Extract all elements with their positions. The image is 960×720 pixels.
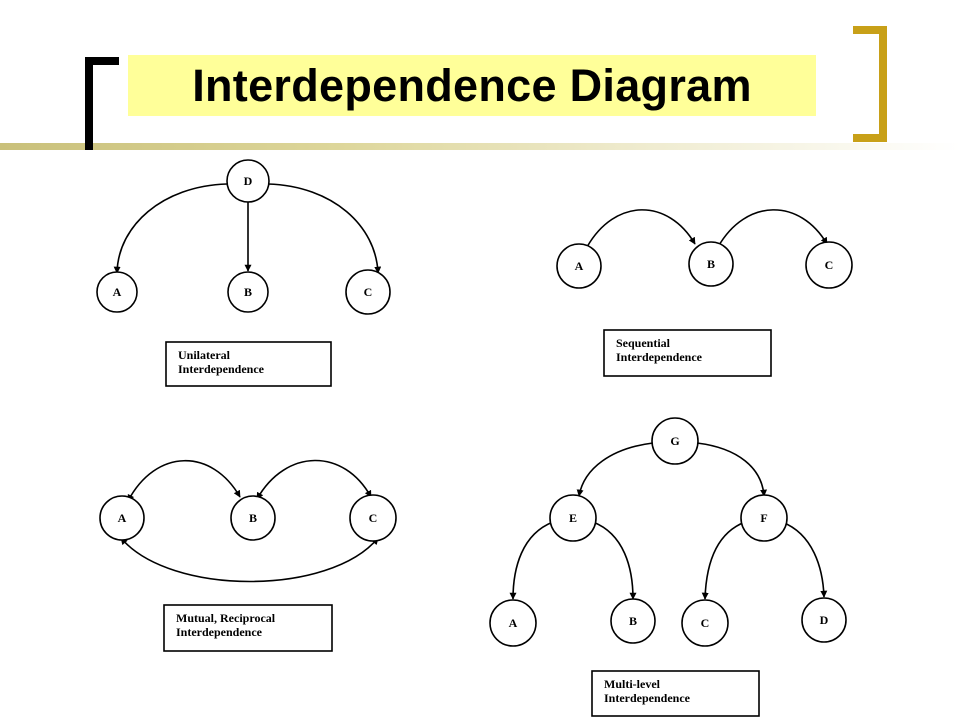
node-label: A [118,511,127,525]
caption-box-sequential: Sequential Interdependence [603,329,772,377]
edge-e-a [509,521,554,600]
edge-d-a [113,183,228,274]
node-c: C [681,599,729,647]
node-c: C [349,494,397,542]
node-label: B [629,614,637,628]
caption-box-unilateral: Unilateral Interdependence [165,341,332,387]
caption-line: Mutual, Reciprocal [176,611,276,625]
edge-d-c [267,183,382,274]
caption-line: Interdependence [176,625,263,639]
node-e: E [549,494,597,542]
title-banner: Interdependence Diagram [128,55,816,116]
node-d: D [226,159,270,203]
node-label: D [244,174,253,188]
edge-a-b [586,209,696,248]
node-label: E [569,511,577,525]
edge-f-c [701,521,746,600]
page-title: Interdependence Diagram [192,59,752,111]
node-b: B [610,598,656,644]
node-label: D [820,613,829,627]
caption-line: Unilateral [178,348,231,362]
node-label: F [760,511,767,525]
caption-line: Interdependence [178,362,265,376]
edge-g-f [696,442,768,497]
node-a: A [489,599,537,647]
caption-line: Interdependence [604,691,691,705]
node-label: B [249,511,257,525]
node-label: B [707,257,715,271]
node-c: C [805,241,853,289]
node-label: C [369,511,378,525]
diagram-sequential: A B C Sequential Interdependence [556,209,853,377]
right-bracket-decoration [853,26,887,142]
node-label: A [575,259,584,273]
diagram-mutual: A B C Mutual, Reciprocal Interdependence [99,459,397,652]
node-g: G [651,417,699,465]
edge-b-c [717,209,828,248]
caption-line: Multi-level [604,677,661,691]
node-label: C [701,616,710,630]
node-b: B [230,495,276,541]
caption-line: Sequential [616,336,671,350]
node-label: B [244,285,252,299]
diagram-multilevel: G E F A B C D Multi-level Interdependenc… [489,417,847,717]
node-f: F [740,494,788,542]
edge-g-e [576,442,654,497]
node-label: C [364,285,373,299]
node-label: C [825,258,834,272]
edge-a-c [120,537,379,583]
node-d: D [801,597,847,643]
edge-a-b [127,459,241,502]
caption-box-multilevel: Multi-level Interdependence [591,670,760,717]
title-underline [0,143,960,150]
node-a: A [96,271,138,313]
caption-box-mutual: Mutual, Reciprocal Interdependence [163,604,333,652]
node-b: B [227,271,269,313]
node-label: A [113,285,122,299]
node-label: G [670,434,679,448]
node-c: C [345,269,391,315]
edge-b-c [256,459,372,500]
node-a: A [556,243,602,289]
caption-line: Interdependence [616,350,703,364]
node-b: B [688,241,734,287]
left-bracket-decoration [85,57,119,150]
edge-e-b [592,521,637,600]
diagram-unilateral: D A B C Unilateral Interdependence [96,159,391,387]
node-a: A [99,495,145,541]
node-label: A [509,616,518,630]
edge-f-d [781,521,828,598]
